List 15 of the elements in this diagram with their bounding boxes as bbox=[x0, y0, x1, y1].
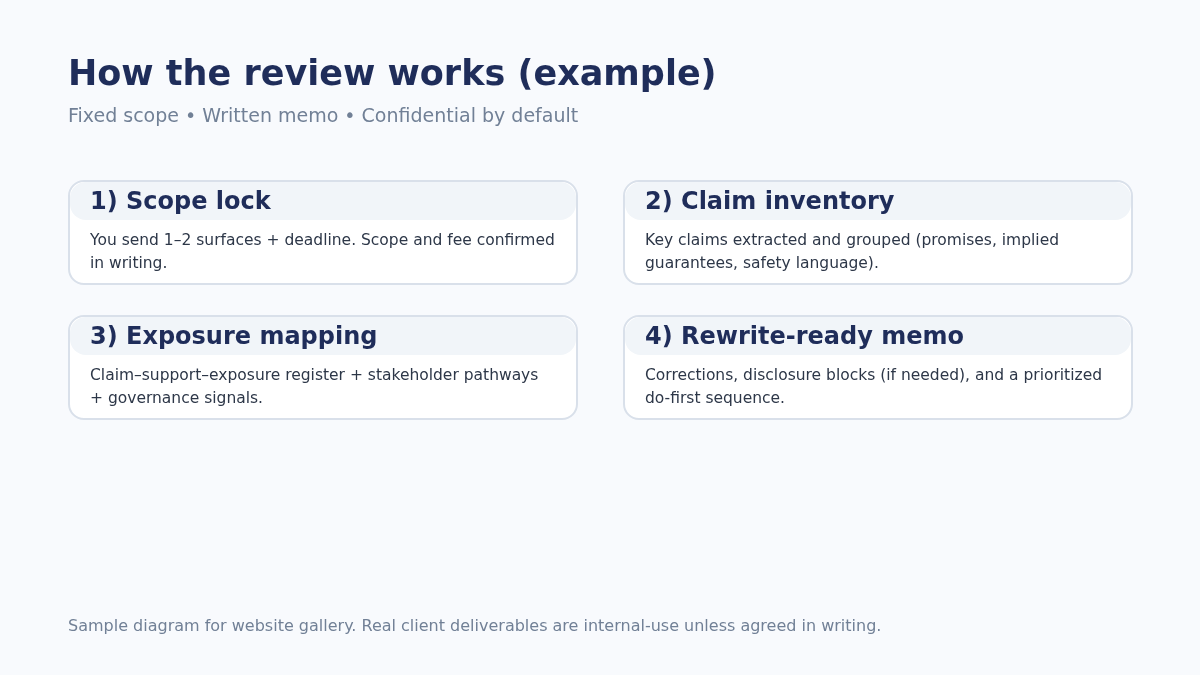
step-description: Key claims extracted and grouped (promises, implied guarantees, safety language). bbox=[644, 230, 1061, 274]
step-card bbox=[68, 315, 578, 420]
step-description: Corrections, disclosure blocks (if needed), and a prioritized do-first sequence. bbox=[644, 365, 1103, 409]
footnote: Sample diagram for website gallery. Real client deliverables are internal-use unless agreed in writing. bbox=[68, 615, 882, 637]
step-card bbox=[623, 180, 1133, 285]
step-description: You send 1–2 surfaces + deadline. Scope and fee confirmed in writing. bbox=[89, 230, 556, 274]
step-heading: 1) Scope lock bbox=[70, 182, 576, 220]
step-heading: 3) Exposure mapping bbox=[70, 317, 576, 355]
step-card bbox=[68, 180, 578, 285]
step-card bbox=[623, 315, 1133, 420]
subtitle: Fixed scope • Written memo • Confidential by default bbox=[68, 103, 579, 128]
title: How the review works (example) bbox=[68, 52, 717, 95]
step-heading: 4) Rewrite-ready memo bbox=[625, 317, 1131, 355]
step-heading: 2) Claim inventory bbox=[625, 182, 1131, 220]
step-description: Claim–support–exposure register + stakeholder pathways + governance signals. bbox=[89, 365, 540, 409]
